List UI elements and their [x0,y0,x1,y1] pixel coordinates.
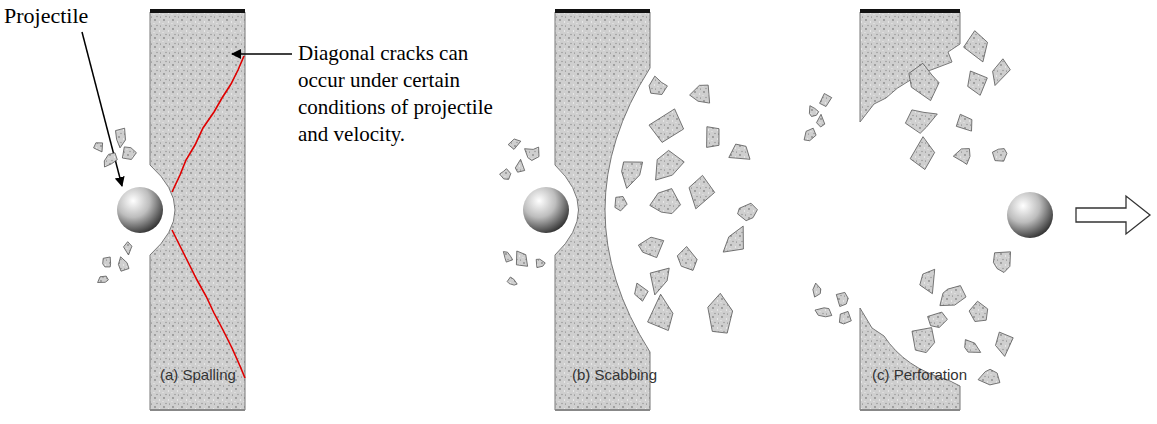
debris-fragment [815,308,832,317]
debris-fragment [817,114,825,127]
debris-fragment [965,340,981,353]
slab-bottom-edge [555,409,650,411]
debris-fragment [648,294,673,330]
debris-fragment [909,63,939,100]
debris-fragment [650,268,669,295]
debris-fragment [638,237,663,257]
concrete-slab [860,308,960,410]
debris-fragment [689,175,715,208]
debris-fragment [953,149,970,165]
debris-fragment [515,159,524,172]
slab-top-edge [555,9,650,13]
panel-caption: (a) Spalling [160,366,290,384]
concrete-slab [555,12,650,410]
projectile [523,187,569,233]
debris-fragment [103,257,111,267]
debris-fragment [124,242,132,255]
debris-fragment [649,109,684,142]
debris-fragment [649,76,667,94]
debris-fragment [536,259,545,267]
leader-arrow [82,32,122,186]
debris-fragment [809,106,818,117]
debris-fragment [94,143,103,152]
panel-caption: (b) Scabbing [572,366,702,384]
debris-fragment [905,110,937,133]
projectile [117,187,163,233]
debris-fragment [707,127,719,148]
debris-fragment [968,71,988,95]
direction-arrow [1076,196,1150,234]
slab-top-edge [150,9,245,13]
debris-fragment [656,150,685,180]
debris-fragment [978,369,1000,385]
debris-fragment [116,128,126,148]
debris-fragment [813,283,821,297]
debris-fragment [940,286,966,306]
debris-fragment [708,293,733,333]
projectile [1007,192,1053,238]
callout-label: Projectile [4,2,144,29]
debris-fragment [507,277,517,285]
debris-fragment [690,85,710,103]
debris-fragment [503,252,512,263]
debris-fragment [729,144,750,159]
debris-fragment [677,247,697,271]
debris-fragment [992,149,1007,162]
debris-fragment [820,94,832,107]
debris-fragment [118,257,129,271]
debris-fragment [993,59,1011,86]
concrete-slab [150,12,245,410]
debris-fragment [98,276,109,282]
debris-fragment [996,332,1014,356]
debris-fragment [622,162,643,189]
debris-fragment [928,312,948,327]
debris-fragment [635,283,649,301]
slab-bottom-edge [150,409,245,411]
debris-fragment [508,139,521,149]
slab-bottom-edge [860,409,960,411]
debris-fragment [122,147,136,160]
diagonal-crack [172,230,245,378]
debris-fragment [804,128,816,141]
debris-fragment [910,137,934,170]
note-text: Diagonal cracks can occur under certain … [298,40,503,148]
slab-top-edge [860,9,960,13]
debris-fragments [94,31,1014,385]
debris-fragment [615,197,627,211]
debris-fragment [912,328,935,353]
debris-fragment [993,252,1010,273]
debris-fragment [738,203,758,221]
debris-fragment [525,147,539,160]
concrete-slab [860,12,960,122]
diagonal-crack [172,56,244,192]
debris-fragment [650,189,681,214]
debris-fragment [839,311,851,324]
debris-fragment [920,269,935,293]
debris-fragment [969,301,988,321]
panel-caption: (c) Perforation [872,366,1012,384]
debris-fragment [723,226,743,252]
leader-arrow [232,53,292,55]
debris-fragment [836,292,848,306]
debris-fragment [956,114,972,131]
debris-fragment [516,251,527,266]
debris-fragment [964,31,988,62]
debris-fragment [500,169,511,180]
debris-fragment [104,153,117,167]
